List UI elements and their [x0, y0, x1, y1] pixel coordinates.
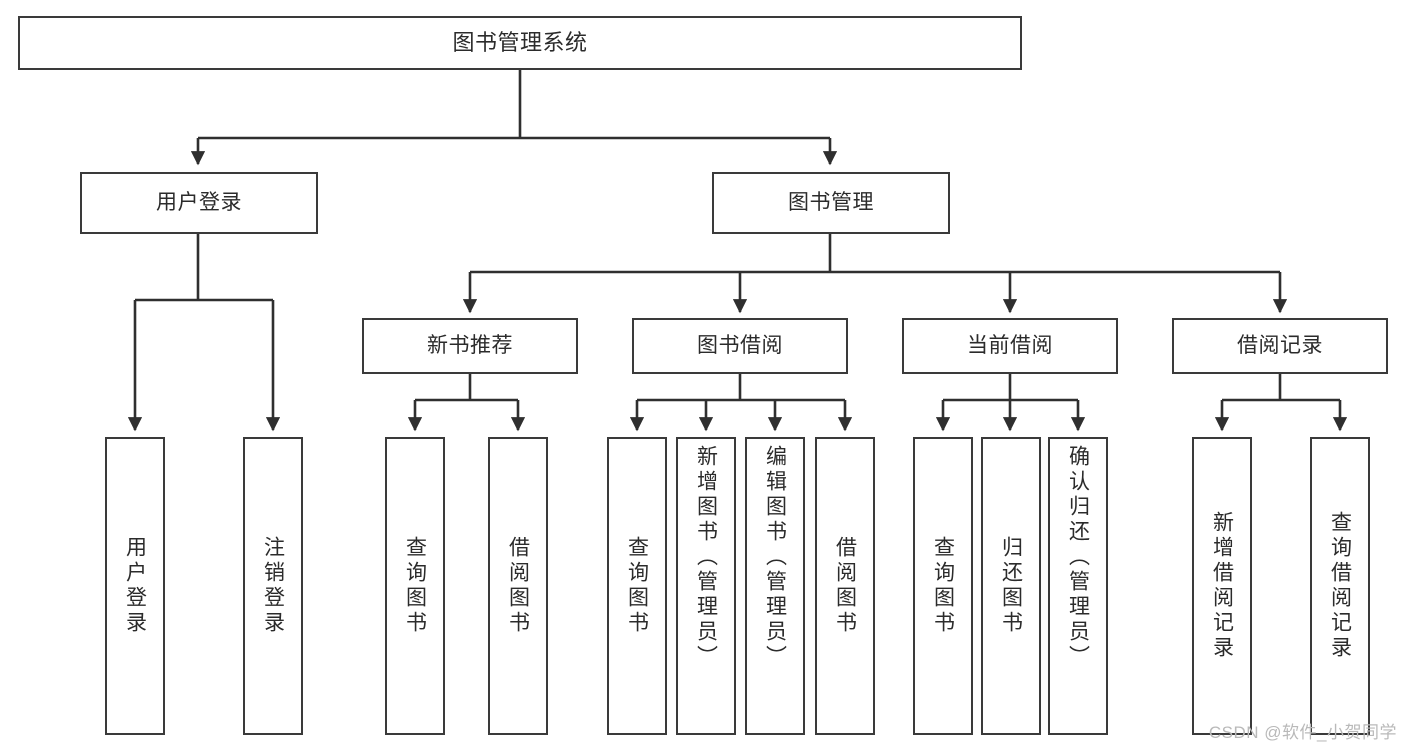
leaf-current-borrow-query-book[interactable]: 查询图书 — [913, 437, 973, 735]
node-label: 确认归还（管理员） — [1066, 445, 1090, 670]
leaf-new-books-borrow-book[interactable]: 借阅图书 — [488, 437, 548, 735]
node-label: 当前借阅 — [967, 333, 1053, 357]
leaf-current-borrow-confirm-return-admin[interactable]: 确认归还（管理员） — [1048, 437, 1108, 735]
node-book-borrowing[interactable]: 图书借阅 — [632, 318, 848, 374]
node-label: 借阅图书 — [506, 536, 530, 636]
node-label: 查询图书 — [931, 536, 955, 636]
node-label: 查询图书 — [403, 536, 427, 636]
leaf-book-borrow-query-book[interactable]: 查询图书 — [607, 437, 667, 735]
node-label: 新增借阅记录 — [1210, 511, 1234, 661]
node-label: 用户登录 — [156, 190, 242, 214]
leaf-book-borrow-edit-book-admin[interactable]: 编辑图书（管理员） — [745, 437, 805, 735]
node-label: 用户登录 — [123, 536, 147, 636]
leaf-user-login-logout[interactable]: 注销登录 — [243, 437, 303, 735]
node-label: 注销登录 — [261, 536, 285, 636]
leaf-user-login-login[interactable]: 用户登录 — [105, 437, 165, 735]
leaf-new-books-query-book[interactable]: 查询图书 — [385, 437, 445, 735]
node-label: 图书借阅 — [697, 333, 783, 357]
node-label: 借阅记录 — [1237, 333, 1323, 357]
node-label: 图书管理 — [788, 190, 874, 214]
node-book-management[interactable]: 图书管理 — [712, 172, 950, 234]
node-label: 编辑图书（管理员） — [763, 445, 787, 670]
node-user-login[interactable]: 用户登录 — [80, 172, 318, 234]
node-label: 借阅图书 — [833, 536, 857, 636]
leaf-book-borrow-add-book-admin[interactable]: 新增图书（管理员） — [676, 437, 736, 735]
node-current-borrowing[interactable]: 当前借阅 — [902, 318, 1118, 374]
node-borrowing-records[interactable]: 借阅记录 — [1172, 318, 1388, 374]
leaf-book-borrow-borrow-book[interactable]: 借阅图书 — [815, 437, 875, 735]
node-root-book-management-system[interactable]: 图书管理系统 — [18, 16, 1022, 70]
leaf-borrow-records-query-record[interactable]: 查询借阅记录 — [1310, 437, 1370, 735]
node-label: 图书管理系统 — [452, 30, 588, 56]
node-label: 新增图书（管理员） — [694, 445, 718, 670]
leaf-current-borrow-return-book[interactable]: 归还图书 — [981, 437, 1041, 735]
leaf-borrow-records-add-record[interactable]: 新增借阅记录 — [1192, 437, 1252, 735]
node-label: 查询借阅记录 — [1328, 511, 1352, 661]
csdn-watermark: CSDN @软件_小贺同学 — [1208, 723, 1397, 742]
node-label: 新书推荐 — [427, 333, 513, 357]
node-label: 归还图书 — [999, 536, 1023, 636]
node-label: 查询图书 — [625, 536, 649, 636]
node-new-book-recommendation[interactable]: 新书推荐 — [362, 318, 578, 374]
